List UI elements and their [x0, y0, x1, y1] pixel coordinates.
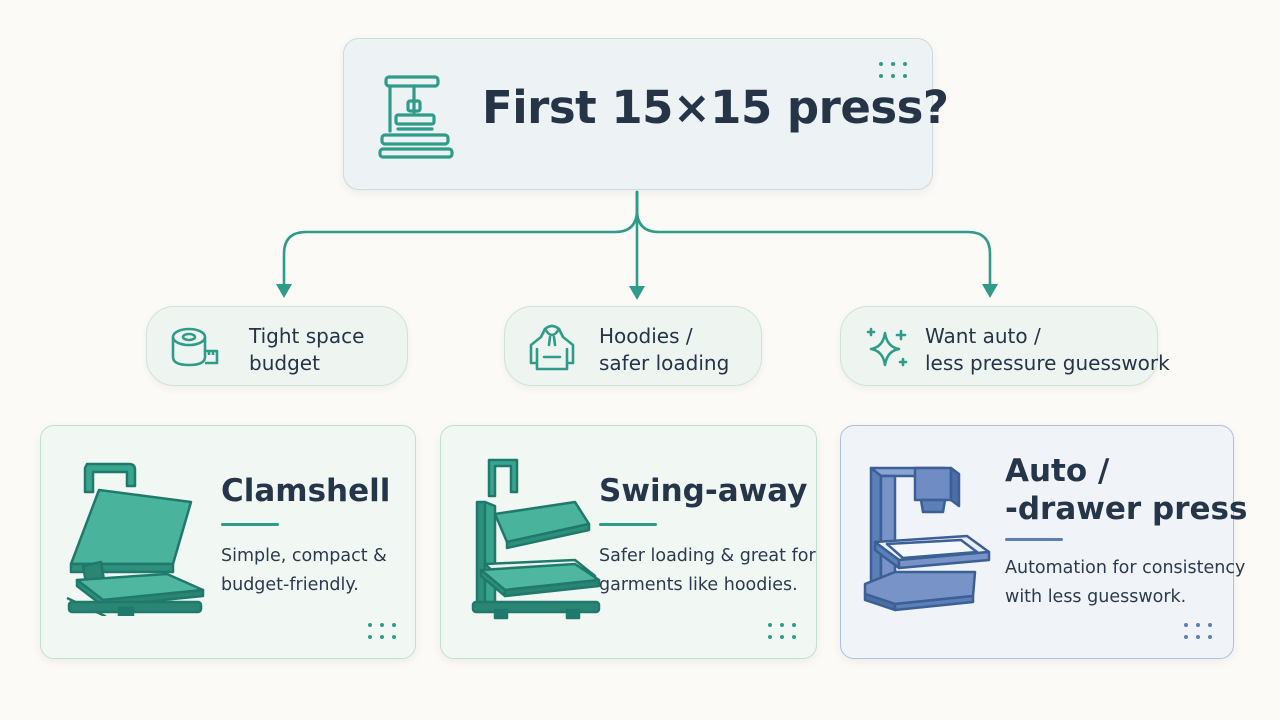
branch-label: Want auto / less pressure guesswork	[925, 324, 1170, 375]
decorative-dots-icon	[367, 622, 401, 642]
card-title-underline	[1005, 538, 1063, 541]
decorative-dots-icon	[1183, 622, 1217, 642]
card-description: Automation for consistency with less gue…	[1005, 558, 1246, 607]
arrowhead-center	[629, 286, 645, 300]
card-swing-away: Swing-away Safer loading & great for gar…	[440, 425, 817, 659]
clamshell-press-icon	[66, 462, 205, 616]
decorative-dots-icon	[767, 622, 801, 642]
swing-away-press-icon	[471, 458, 601, 620]
card-title: Clamshell	[221, 473, 391, 509]
card-title: Auto / -drawer press	[1005, 453, 1248, 527]
card-description: Simple, compact & budget-friendly.	[221, 546, 387, 595]
branch-hoodies: Hoodies / safer loading	[504, 306, 762, 386]
arrowhead-left	[276, 284, 292, 298]
connector-right	[635, 190, 992, 286]
connector-left	[282, 190, 639, 286]
card-title-underline	[599, 523, 657, 526]
root-question-title: First 15×15 press?	[482, 81, 949, 134]
drawer-press-icon	[863, 466, 991, 612]
branch-label: Tight space budget	[249, 324, 365, 375]
branch-want-auto: Want auto / less pressure guesswork	[840, 306, 1170, 386]
card-description: Safer loading & great for garments like …	[599, 546, 816, 595]
decorative-dots-icon	[878, 61, 912, 81]
card-auto-drawer-press: Auto / -drawer press Automation for cons…	[840, 425, 1247, 659]
arrowhead-right	[982, 284, 998, 298]
card-title-underline	[221, 523, 279, 526]
branch-label: Hoodies / safer loading	[599, 324, 730, 375]
card-title: Swing-away	[599, 473, 808, 509]
sparkle-icon	[866, 327, 908, 367]
hoodie-icon	[529, 324, 575, 371]
heat-press-outline-icon	[378, 75, 454, 159]
measuring-tape-icon	[171, 327, 219, 367]
root-question-box: First 15×15 press?	[343, 38, 949, 190]
card-clamshell: Clamshell Simple, compact & budget-frien…	[40, 425, 416, 659]
branch-tight-space: Tight space budget	[146, 306, 408, 386]
